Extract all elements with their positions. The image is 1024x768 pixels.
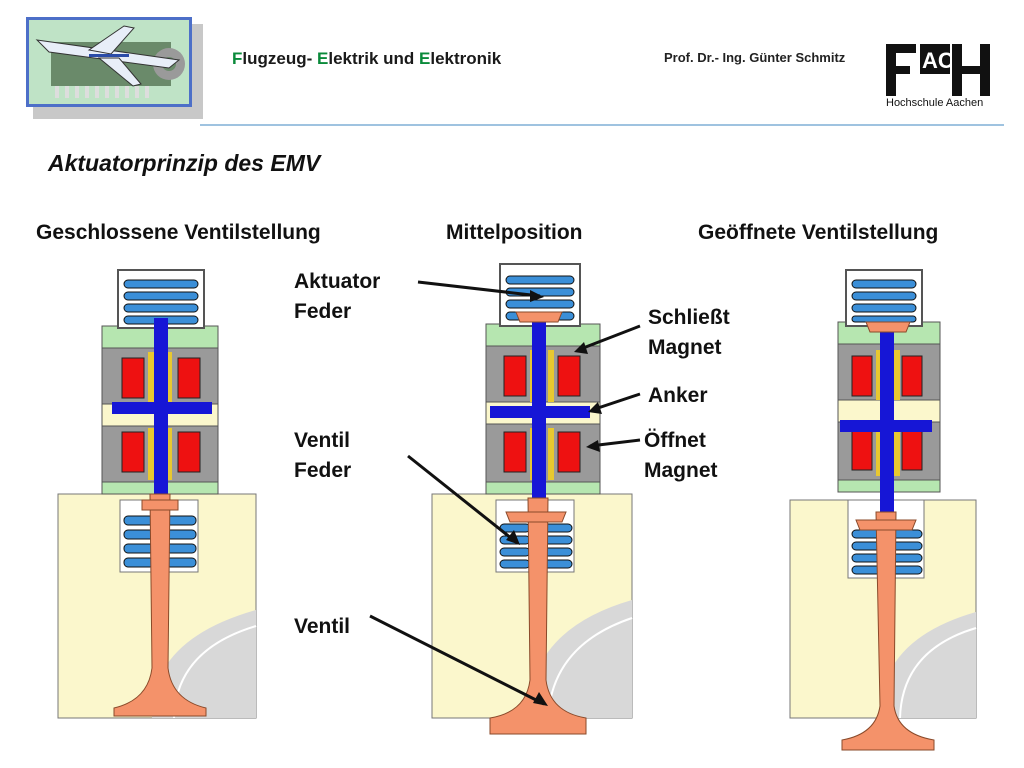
leader-anker (591, 392, 641, 412)
label-aktuator-feder: Aktuator Feder (294, 267, 380, 327)
title-part: lektronik (430, 49, 502, 68)
label-line: Feder (294, 300, 352, 323)
label-line: Magnet (644, 459, 718, 482)
airplane-chip-icon (35, 25, 185, 98)
title-part: E (317, 49, 329, 68)
label-line: Aktuator (294, 270, 381, 293)
leader-aktuator-feder (417, 280, 541, 298)
title-part: lugzeug- (242, 49, 317, 68)
label-oeffnet-magnet: Öffnet Magnet (644, 426, 718, 486)
heading-closed-position: Geschlossene Ventilstellung (36, 221, 321, 244)
title-part: E (419, 49, 431, 68)
title-part: lektrik und (328, 49, 420, 68)
label-line: Öffnet (644, 429, 706, 452)
label-line: Magnet (648, 336, 722, 359)
fh-logo-icon: AC (886, 44, 990, 96)
actuator-middle (431, 263, 633, 735)
valve-spring-right (851, 529, 923, 575)
label-anker: Anker (648, 384, 708, 407)
actuator-closed (57, 269, 257, 719)
leader-ventil-feder (407, 454, 517, 544)
svg-text:AC: AC (922, 48, 954, 73)
label-ventil: Ventil (294, 615, 351, 638)
course-title: Flugzeug- Elektrik und Elektronik (232, 49, 501, 69)
label-schliesst-magnet: Schließt Magnet (648, 303, 730, 363)
label-ventil-feder: Ventil Feder (294, 426, 351, 486)
leader-ventil (369, 614, 545, 706)
label-line: Schließt (648, 306, 730, 329)
arrow-heads (506, 290, 602, 706)
label-line: Feder (294, 459, 352, 482)
actuator-open (789, 269, 977, 751)
course-logo (26, 17, 192, 107)
heading-middle-position: Mittelposition (446, 221, 583, 244)
leader-schliesst-magnet (577, 324, 641, 352)
page-title: Aktuatorprinzip des EMV (48, 150, 321, 176)
label-line: Ventil (294, 429, 351, 452)
fh-aachen-logo: AC (886, 42, 994, 114)
institution-subtitle: Hochschule Aachen (886, 97, 984, 109)
author-name: Prof. Dr.- Ing. Günter Schmitz (664, 50, 846, 65)
heading-open-position: Geöffnete Ventilstellung (698, 221, 939, 244)
header-divider (200, 124, 1004, 126)
title-part: F (232, 49, 243, 68)
